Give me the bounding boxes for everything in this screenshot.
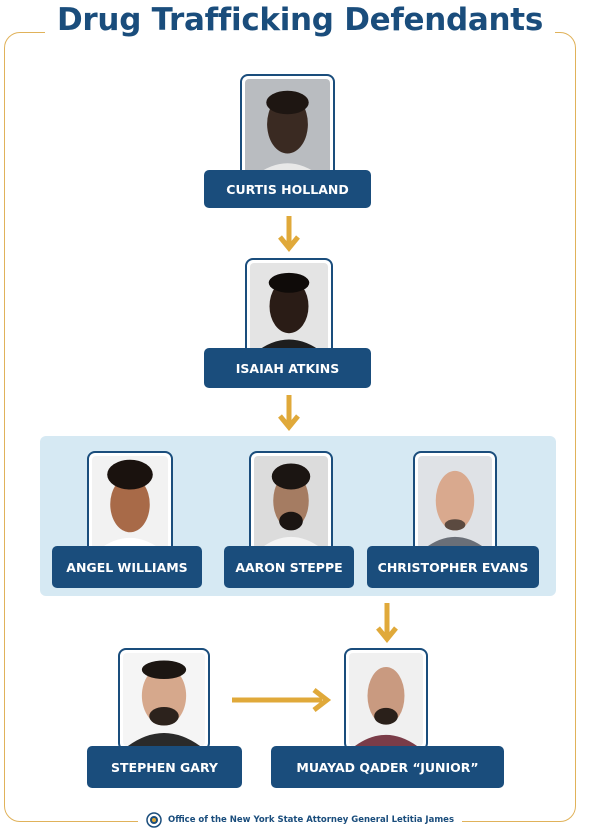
photo-muayad-qader	[344, 648, 428, 751]
name-curtis-holland: CURTIS HOLLAND	[204, 170, 371, 208]
arrow-right-icon	[230, 686, 334, 714]
footer: Office of the New York State Attorney Ge…	[0, 811, 600, 829]
page-title: Drug Trafficking Defendants	[0, 2, 600, 38]
name-stephen-gary: STEPHEN GARY	[87, 746, 242, 788]
name-angel-williams: ANGEL WILLIAMS	[52, 546, 202, 588]
name-muayad-qader: MUAYAD QADER “JUNIOR”	[271, 746, 504, 788]
name-aaron-steppe: AARON STEPPE	[224, 546, 354, 588]
arrow-down-icon	[277, 214, 301, 254]
photo-isaiah-atkins	[245, 258, 333, 358]
photo-christopher-evans	[413, 451, 497, 554]
arrow-down-icon	[375, 601, 399, 645]
footer-text: Office of the New York State Attorney Ge…	[168, 815, 454, 825]
photo-stephen-gary	[118, 648, 210, 751]
photo-angel-williams	[87, 451, 173, 554]
name-christopher-evans: CHRISTOPHER EVANS	[367, 546, 539, 588]
photo-curtis-holland	[240, 74, 335, 182]
photo-aaron-steppe	[249, 451, 333, 554]
name-isaiah-atkins: ISAIAH ATKINS	[204, 348, 371, 388]
arrow-down-icon	[277, 393, 301, 433]
ny-state-seal-icon	[146, 812, 162, 828]
